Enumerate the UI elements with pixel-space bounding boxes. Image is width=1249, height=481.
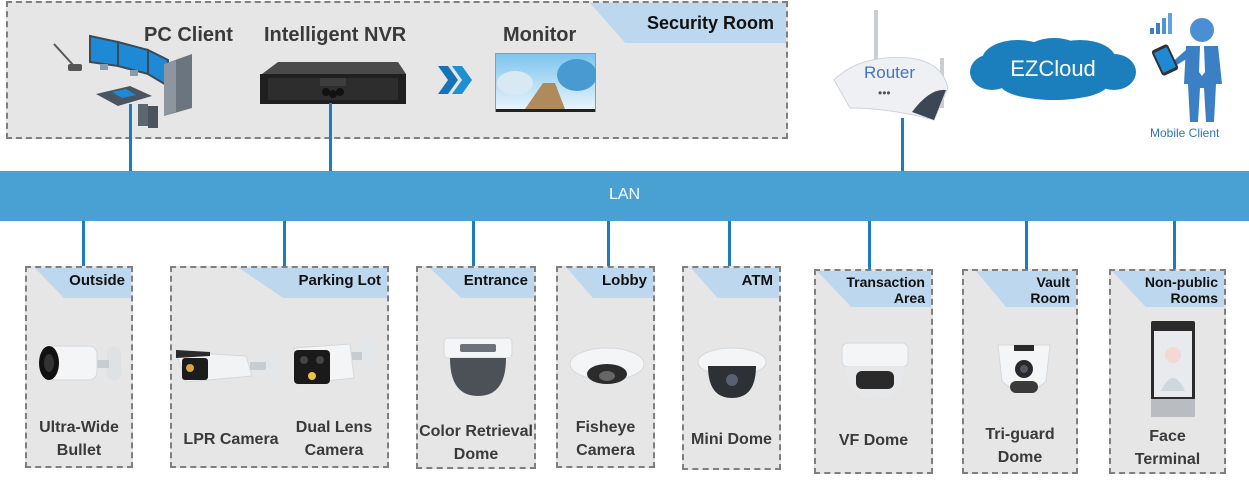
atm-connector: [728, 221, 731, 269]
parking-lot-connector: [283, 221, 286, 268]
zone-outside: Outside Ultra-Wide Bullet: [25, 266, 133, 468]
zone-tag-non-public-rooms: Non-public Rooms: [1112, 271, 1224, 307]
zone-tag-vault-room: Vault Room: [976, 271, 1076, 307]
zone-tag-atm: ATM: [691, 268, 779, 298]
zone-tag-entrance: Entrance: [430, 268, 534, 298]
nvr-label: Intelligent NVR: [264, 24, 407, 46]
lpr-camera-icon: [176, 350, 280, 383]
monitor-display-icon: [495, 53, 596, 112]
camera-label-fisheye-camera: Fisheye Camera: [575, 419, 636, 459]
camera-label-mini-dome: Mini Dome: [691, 431, 772, 448]
monitor-label: Monitor: [503, 24, 577, 46]
zone-lobby: Lobby Fisheye Camera: [556, 266, 655, 468]
camera-label-ultra-wide-bullet: Ultra-Wide Bullet: [39, 419, 119, 459]
lobby-connector: [607, 221, 610, 267]
camera-label-face-terminal: Face Terminal: [1134, 428, 1201, 468]
pc-client-label: PC Client: [144, 24, 233, 46]
router-status-dots: •••: [878, 86, 891, 100]
vault-room-connector: [1025, 221, 1028, 270]
zone-transaction-area: Transaction Area VF Dome: [814, 269, 933, 474]
zone-parking-lot: Parking Lot LPR Camera Dual Lens Camera: [170, 266, 389, 468]
camera-label-tri-guard-dome: Tri-guard Dome: [985, 426, 1055, 466]
security-room-tag: Security Room: [590, 3, 786, 43]
bullet-camera-icon: [39, 345, 121, 381]
mini-dome-camera-icon: [697, 347, 767, 398]
camera-label-lpr-camera: LPR Camera: [183, 431, 279, 448]
cloud-label: EZCloud: [1010, 56, 1096, 81]
zone-vault-room: Vault Room Tri-guard Dome: [962, 269, 1078, 474]
dome-camera-icon: [443, 337, 513, 396]
zone-entrance: Entrance Color Retrieval Dome: [416, 266, 536, 469]
wifi-router-icon: [833, 10, 949, 121]
camera-label-color-retrieval-dome: Color Retrieval Dome: [419, 423, 533, 463]
zone-tag-transaction-area: Transaction Area: [817, 271, 931, 307]
non-public-rooms-connector: [1173, 221, 1176, 270]
outside-connector: [82, 221, 85, 267]
zone-tag-lobby: Lobby: [567, 268, 653, 298]
transaction-area-connector: [868, 221, 871, 270]
pc-client-connector: [129, 104, 132, 172]
router-label: Router: [864, 63, 916, 82]
router-connector: [901, 118, 904, 172]
nvr-connector: [329, 103, 332, 172]
zone-tag-outside: Outside: [35, 268, 131, 298]
turret-camera-icon: [997, 344, 1051, 393]
pc-client-workstation-icon: [53, 34, 192, 128]
zone-tag-parking-lot: Parking Lot: [239, 268, 387, 298]
vf-dome-camera-icon: [841, 342, 909, 399]
face-terminal-icon: [1151, 321, 1195, 417]
zone-non-public-rooms: Non-public Rooms Face Terminal: [1109, 269, 1226, 474]
person-with-phone-icon: [1150, 13, 1222, 122]
entrance-connector: [472, 221, 475, 268]
camera-label-vf-dome: VF Dome: [838, 432, 909, 449]
lan-label: LAN: [608, 186, 641, 203]
camera-label-dual-lens-camera: Dual Lens Camera: [295, 419, 373, 459]
cloud-icon: [970, 38, 1136, 100]
zone-atm: ATM Mini Dome: [682, 266, 781, 470]
fisheye-camera-icon: [569, 347, 645, 384]
dual-lens-camera-icon: [293, 340, 378, 385]
mobile-client-label: Mobile Client: [1150, 126, 1220, 140]
double-chevron-right-icon: [438, 66, 472, 94]
lan-bus: LAN: [0, 171, 1249, 221]
nvr-recorder-icon: [260, 62, 406, 104]
